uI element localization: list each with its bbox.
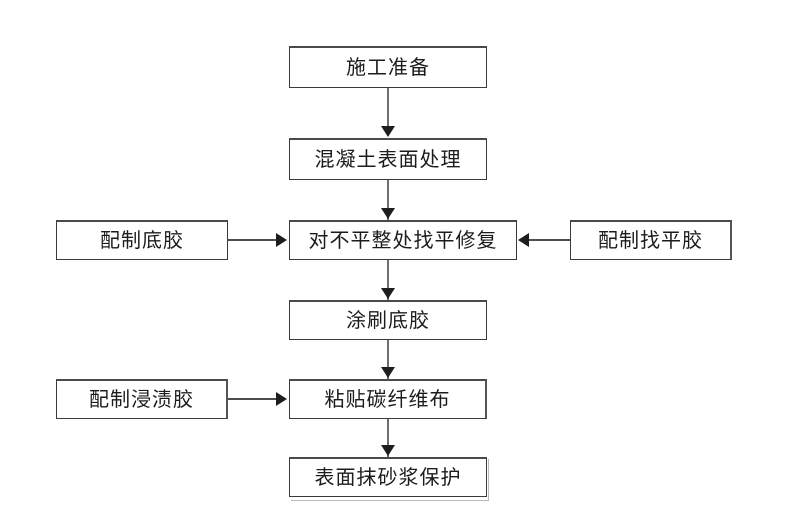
node-apply-base-glue-label: 涂刷底胶	[346, 307, 430, 332]
node-surface[interactable]: 混凝土表面处理	[289, 138, 487, 180]
node-level-repair[interactable]: 对不平整处找平修复	[289, 220, 517, 260]
node-paste-cfrp[interactable]: 粘贴碳纤维布	[289, 379, 487, 419]
connector-leveling-glue-to-level-repair	[529, 239, 571, 241]
arrowhead-level-repair-to-apply-base-glue	[381, 288, 395, 299]
arrowhead-leveling-glue-to-level-repair	[518, 233, 529, 247]
node-surface-label: 混凝土表面处理	[314, 146, 462, 171]
arrowhead-surface-to-level-repair	[381, 208, 395, 219]
connector-level-repair-to-apply-base-glue	[387, 260, 389, 300]
arrowhead-paste-cfrp-to-mortar-protect	[381, 445, 395, 456]
node-paste-cfrp-label: 粘贴碳纤维布	[324, 386, 451, 411]
connector-soak-glue-to-paste-cfrp	[228, 398, 278, 400]
arrowhead-base-glue-to-level-repair	[276, 233, 287, 247]
node-base-glue[interactable]: 配制底胶	[56, 220, 228, 260]
node-prep[interactable]: 施工准备	[289, 46, 487, 88]
connector-surface-to-level-repair	[387, 180, 389, 220]
node-apply-base-glue[interactable]: 涂刷底胶	[289, 300, 487, 340]
connector-apply-base-glue-to-paste-cfrp	[387, 340, 389, 379]
node-prep-label: 施工准备	[346, 54, 430, 79]
node-mortar-protect[interactable]: 表面抹砂浆保护	[289, 457, 487, 497]
arrowhead-prep-to-surface	[381, 126, 395, 137]
node-soak-glue-label: 配制浸渍胶	[89, 386, 194, 411]
connector-paste-cfrp-to-mortar-protect	[387, 419, 389, 457]
connector-base-glue-to-level-repair	[228, 239, 278, 241]
node-leveling-glue-label: 配制找平胶	[598, 227, 703, 252]
node-mortar-protect-label: 表面抹砂浆保护	[314, 464, 462, 489]
arrowhead-soak-glue-to-paste-cfrp	[276, 392, 287, 406]
node-leveling-glue[interactable]: 配制找平胶	[570, 220, 732, 260]
node-base-glue-label: 配制底胶	[100, 227, 184, 252]
arrowhead-apply-base-glue-to-paste-cfrp	[381, 367, 395, 378]
node-mortar-protect-ghost-edge	[488, 459, 489, 501]
connector-prep-to-surface	[387, 88, 389, 128]
node-level-repair-label: 对不平整处找平修复	[308, 227, 498, 252]
node-mortar-protect-ghost-baseline	[291, 500, 489, 501]
node-soak-glue[interactable]: 配制浸渍胶	[56, 379, 228, 419]
